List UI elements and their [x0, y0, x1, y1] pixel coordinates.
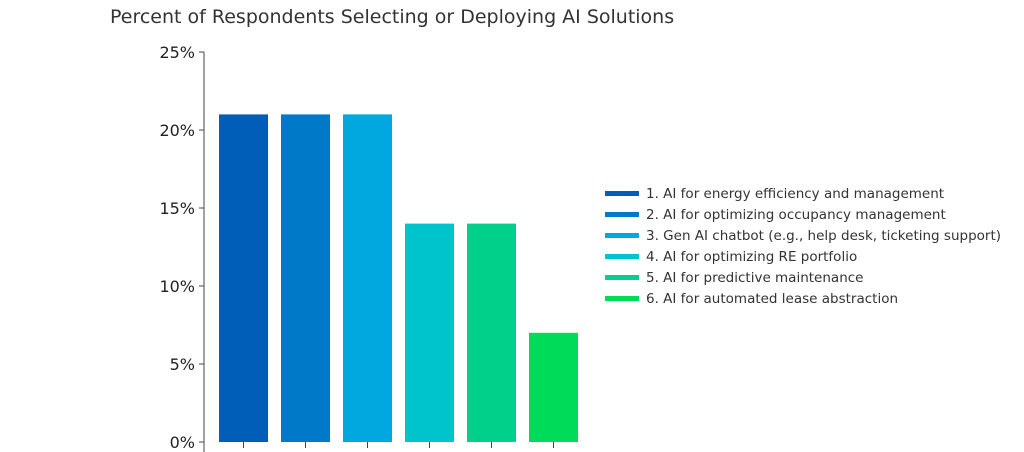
legend-swatch — [605, 254, 639, 259]
legend-label: 6. AI for automated lease abstraction — [646, 291, 898, 307]
bar — [529, 332, 578, 442]
y-tick-label: 0% — [170, 433, 195, 452]
legend-label: 2. AI for optimizing occupancy managemen… — [646, 207, 946, 223]
legend-label: 5. AI for predictive maintenance — [646, 270, 863, 286]
bars — [219, 114, 578, 448]
legend-swatch — [605, 191, 639, 196]
bar — [467, 223, 516, 442]
legend-label: 4. AI for optimizing RE portfolio — [646, 249, 857, 265]
legend-swatch — [605, 212, 639, 217]
chart-title: Percent of Respondents Selecting or Depl… — [110, 6, 675, 28]
legend-swatch — [605, 275, 639, 280]
bar — [219, 114, 268, 443]
y-tick-label: 10% — [159, 277, 195, 296]
legend-swatch — [605, 296, 639, 301]
legend-label: 3. Gen AI chatbot (e.g., help desk, tick… — [646, 228, 1001, 244]
bar — [343, 114, 392, 443]
y-axis: 0% 5% 10% 15% 20% 25% — [159, 43, 205, 452]
y-tick-label: 15% — [159, 199, 195, 218]
bar — [405, 223, 454, 442]
legend-swatch — [605, 233, 639, 238]
y-tick-label: 20% — [159, 121, 195, 140]
y-tick-label: 5% — [170, 355, 195, 374]
legend-label: 1. AI for energy efficiency and manageme… — [646, 186, 944, 202]
y-tick-label: 25% — [159, 43, 195, 62]
bar — [281, 114, 330, 443]
legend: 1. AI for energy efficiency and manageme… — [605, 186, 1001, 307]
